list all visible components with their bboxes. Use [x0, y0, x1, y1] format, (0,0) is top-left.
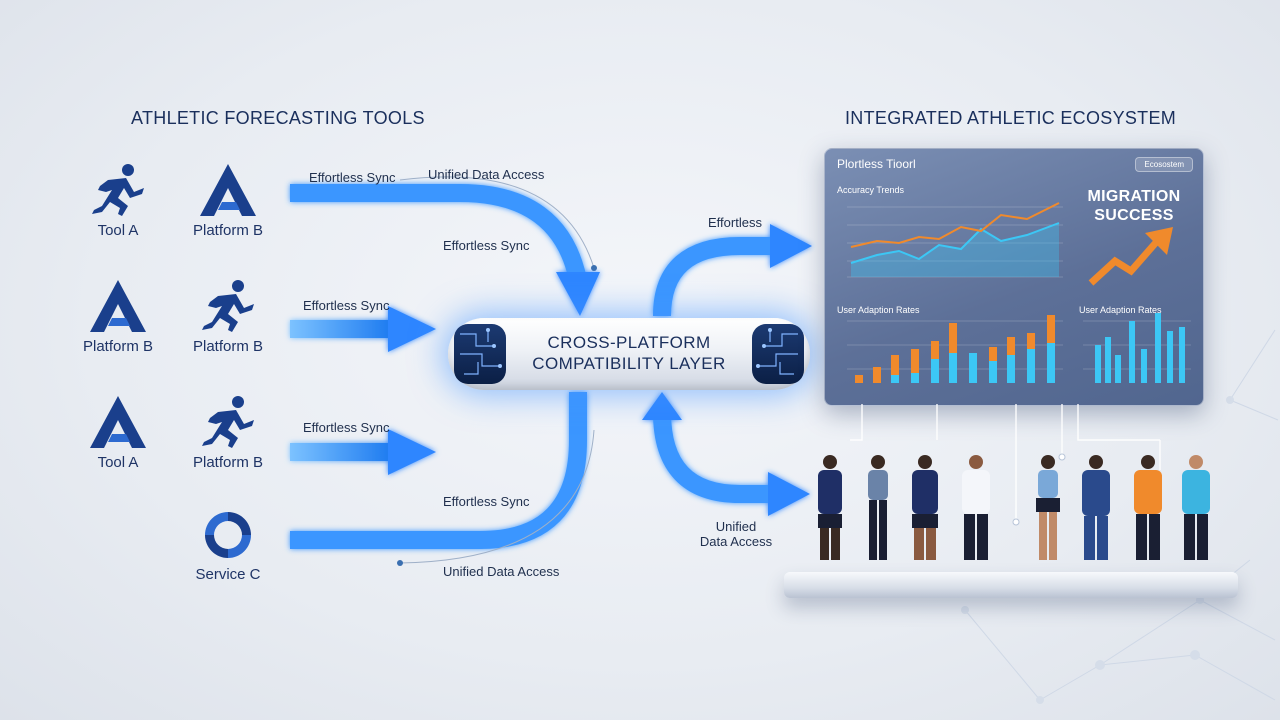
tool-label: Tool A — [97, 454, 139, 471]
platform-b-2[interactable]: Platform B — [63, 278, 173, 355]
migration-success-label: MIGRATION SUCCESS — [1079, 187, 1189, 225]
athlete-7 — [1134, 455, 1162, 560]
circuit-cap-right — [752, 324, 804, 384]
athletes-group — [818, 455, 1210, 560]
flow-label-top-curve: Effortless Sync — [443, 238, 530, 253]
layer-title-line2: COMPATIBILITY LAYER — [532, 354, 726, 373]
tool-label: Service C — [195, 566, 261, 583]
tool-label: Tool A — [97, 222, 139, 239]
flow-label-top-left: Effortless Sync — [309, 170, 396, 185]
flow-label-top-right: Unified Data Access — [428, 167, 545, 182]
tool-label: Platform B — [192, 222, 264, 239]
flow-label-out-bottom-line1: Unified — [715, 519, 757, 534]
circuit-icon — [756, 328, 798, 375]
adoption-bar-chart-left — [847, 315, 1063, 383]
compatibility-layer[interactable]: CROSS-PLATFORM COMPATIBILITY LAYER — [448, 318, 810, 390]
right-section-title: INTEGRATED ATHLETIC ECOSYSTEM — [845, 108, 1177, 128]
adoption-bar-chart-right — [1083, 313, 1191, 383]
adoption-label-right: User Adaption Rates — [1079, 305, 1162, 315]
tool-a-2[interactable]: Tool A — [63, 394, 173, 471]
a-logo-icon — [90, 396, 146, 448]
flow-label-out-top: Effortless — [708, 215, 762, 230]
trend-up-arrow-icon — [1088, 227, 1173, 286]
flow-label-out-bottom: Unified Data Access — [696, 519, 776, 549]
flow-label-row2: Effortless Sync — [303, 298, 390, 313]
athlete-2 — [868, 455, 888, 560]
a-logo-icon — [200, 164, 256, 216]
layer-title: CROSS-PLATFORM COMPATIBILITY LAYER — [518, 332, 740, 374]
flow-label-out-bottom-line2: Data Access — [699, 534, 773, 549]
athlete-3 — [912, 455, 938, 560]
athlete-6 — [1082, 455, 1110, 560]
athlete-5 — [1036, 455, 1060, 560]
circuit-icon — [460, 328, 502, 375]
circuit-cap-left — [454, 324, 506, 384]
service-c[interactable]: Service C — [173, 508, 283, 583]
layer-title-line1: CROSS-PLATFORM — [547, 333, 711, 352]
runner-icon — [92, 164, 144, 216]
runner-icon — [202, 280, 254, 332]
adoption-label-left: User Adaption Rates — [837, 305, 920, 315]
tool-label: Platform B — [82, 338, 154, 355]
platform-b-4[interactable]: Platform B — [173, 394, 283, 471]
flow-label-bottom-curve: Effortless Sync — [443, 494, 530, 509]
athlete-1 — [818, 455, 842, 560]
tool-label: Platform B — [192, 338, 264, 355]
athlete-8 — [1182, 455, 1210, 560]
platform-b-3[interactable]: Platform B — [173, 278, 283, 355]
ecosystem-button[interactable]: Ecosostem — [1135, 157, 1193, 172]
left-section-title: ATHLETIC FORECASTING TOOLS — [131, 108, 425, 128]
accuracy-line-chart — [847, 202, 1063, 278]
circular-arrows-icon — [205, 512, 251, 558]
athletes-platform — [784, 572, 1238, 598]
runner-icon — [202, 396, 254, 448]
a-logo-icon — [90, 280, 146, 332]
tool-label: Platform B — [192, 454, 264, 471]
migration-line1: MIGRATION — [1087, 188, 1181, 205]
flow-label-bottom: Unified Data Access — [443, 564, 560, 579]
dashboard-title: Plortless Tioorl — [837, 157, 916, 171]
tool-a-1[interactable]: Tool A — [63, 162, 173, 239]
dashboard-panel[interactable]: Plortless Tioorl Ecosostem Accuracy Tren… — [824, 148, 1204, 406]
platform-b-1[interactable]: Platform B — [173, 162, 283, 239]
accuracy-trends-label: Accuracy Trends — [837, 185, 905, 195]
flow-label-row3: Effortless Sync — [303, 420, 390, 435]
athlete-4 — [962, 455, 990, 560]
migration-line2: SUCCESS — [1094, 207, 1174, 224]
